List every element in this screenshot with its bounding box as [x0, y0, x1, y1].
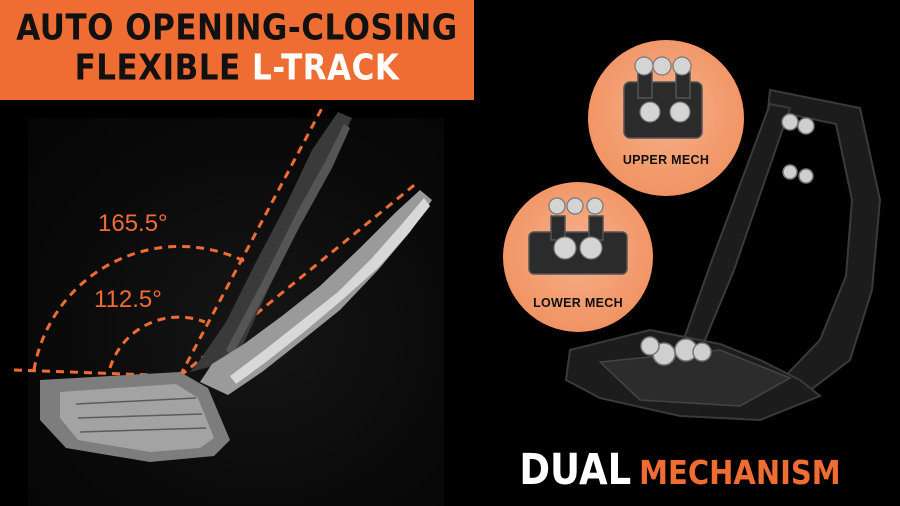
- l-track-illustration: [13, 107, 432, 462]
- lower-mech-callout: LOWER MECH: [503, 182, 653, 332]
- upper-roller-mechanism-icon: [623, 56, 703, 139]
- title-word-dual: DUAL: [519, 444, 632, 495]
- rear-track-silhouette: [190, 112, 352, 372]
- banner-line-1: AUTO OPENING-CLOSING: [16, 7, 458, 49]
- banner-line-2-highlight: L-TRACK: [252, 47, 400, 89]
- lower-roller-mechanism-icon: [528, 197, 628, 275]
- upper-mech-callout: UPPER MECH: [588, 40, 744, 196]
- title-word-mechanism: MECHANISM: [639, 452, 841, 492]
- lower-mech-label: LOWER MECH: [533, 296, 623, 310]
- title-banner: AUTO OPENING-CLOSING FLEXIBLE L-TRACK: [0, 0, 474, 100]
- angle-label-inner: 112.5°: [94, 286, 162, 313]
- front-track-silhouette: [200, 190, 432, 395]
- angle-guides: [13, 107, 419, 378]
- dual-mechanism-frame-illustration: [564, 88, 882, 422]
- upper-mech-label: UPPER MECH: [622, 153, 710, 167]
- lower-rollers: [640, 336, 712, 366]
- banner-line-2-prefix: FLEXIBLE: [74, 47, 241, 89]
- upper-rollers: [781, 113, 815, 184]
- angle-label-outer: 165.5°: [98, 210, 168, 237]
- banner-line-2: FLEXIBLE L-TRACK: [0, 47, 474, 88]
- track-base-silhouette: [40, 372, 230, 462]
